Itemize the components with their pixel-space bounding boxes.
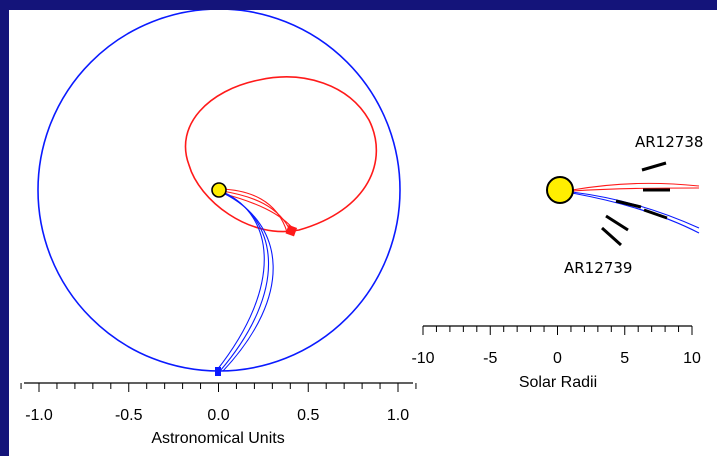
figure-canvas: -1.0 -0.5 0.0 0.5 1.0 Astronomical Units AR1… (9, 10, 717, 456)
left-axis-tick-label: -0.5 (115, 407, 143, 424)
left-axis-tick-label: 1.0 (387, 407, 409, 424)
right-axis-tick-label: -10 (411, 350, 434, 367)
right-axis: -10 -5 0 5 10 Solar Radii (411, 325, 701, 391)
earth-marker (215, 367, 221, 376)
left-panel: -1.0 -0.5 0.0 0.5 1.0 Astronomical Units (20, 10, 417, 447)
annotation-ar12738: AR12738 (635, 133, 703, 151)
left-axis-tick-label: 0.5 (297, 407, 319, 424)
marker-bar-4 (643, 208, 668, 220)
left-axis-tick-label: 0.0 (207, 407, 229, 424)
right-axis-tick-label: 5 (620, 350, 629, 367)
right-axis-tick-label: 0 (553, 350, 562, 367)
right-axis-ticks: -10 -5 0 5 10 (411, 326, 701, 367)
annotation-ar12739: AR12739 (564, 259, 632, 277)
right-blue-field-lines (571, 191, 700, 234)
red-spacecraft-marker (285, 224, 298, 237)
blue-spiral-lines (216, 191, 274, 372)
red-spiral-lines (220, 188, 296, 233)
left-axis: -1.0 -0.5 0.0 0.5 1.0 Astronomical Units (20, 382, 417, 447)
right-red-field-lines (571, 182, 700, 192)
right-axis-title: Solar Radii (519, 374, 597, 391)
orbit-figure: -1.0 -0.5 0.0 0.5 1.0 Astronomical Units AR1… (20, 10, 703, 447)
marker-bar-1 (641, 161, 667, 172)
right-sun-icon (546, 176, 574, 204)
sun-icon (211, 182, 227, 198)
marker-bar-5 (605, 214, 629, 232)
region-markers (600, 161, 670, 247)
left-axis-tick-label: -1.0 (25, 407, 53, 424)
right-axis-tick-label: -5 (483, 350, 497, 367)
red-orbit-ellipse (184, 76, 378, 233)
right-axis-tick-label: 10 (683, 350, 701, 367)
right-panel: AR12738 AR12739 -10 -5 0 5 10 Solar Radii (411, 133, 703, 391)
left-axis-ticks: -1.0 -0.5 0.0 0.5 1.0 (20, 383, 417, 424)
marker-bar-3 (615, 199, 642, 209)
marker-bar-6 (600, 226, 623, 247)
left-axis-title: Astronomical Units (151, 430, 284, 447)
